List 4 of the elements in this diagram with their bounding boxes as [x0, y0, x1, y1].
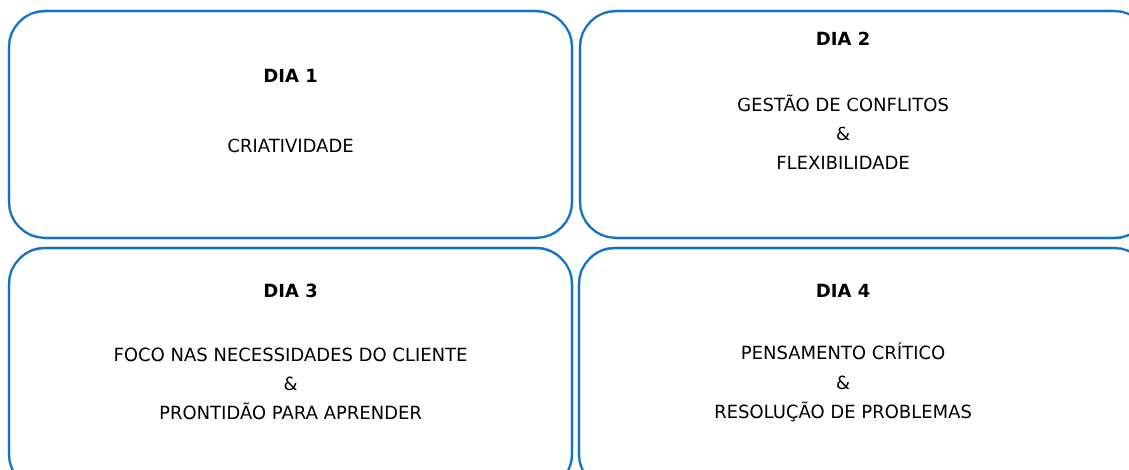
rounded-box: DIA 1 CRIATIVIDADE [7, 9, 574, 240]
rounded-box: DIA 2 GESTÃO DE CONFLITOS & FLEXIBILIDADE [578, 9, 1129, 240]
rounded-box: DIA 4 PENSAMENTO CRÍTICO & RESOLUÇÃO DE PROBLEMAS [577, 246, 1129, 470]
rounded-box: DIA 3 FOCO NAS NECESSIDADES DO CLIENTE & PRONTIDÃO PARA APRENDER [7, 246, 574, 470]
